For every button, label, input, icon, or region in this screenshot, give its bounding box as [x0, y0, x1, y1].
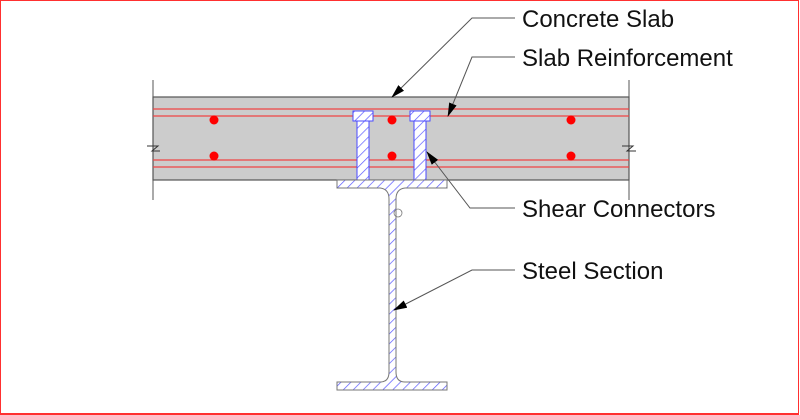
- steel-section: [336, 179, 448, 391]
- leader-slab-reinforcement: [447, 56, 515, 117]
- leader-concrete-slab: [391, 17, 515, 98]
- break-symbol-left: [147, 145, 160, 152]
- label-slab-reinforcement: Slab Reinforcement: [522, 45, 733, 72]
- weld-symbol-icon: [393, 208, 403, 218]
- break-symbol-right: [622, 145, 636, 152]
- concrete-slab: [147, 80, 636, 200]
- label-concrete-slab: Concrete Slab: [522, 6, 674, 33]
- label-steel-section: Steel Section: [522, 258, 663, 285]
- leader-shear-connectors: [426, 151, 515, 209]
- label-shear-connectors: Shear Connectors: [522, 196, 715, 223]
- shear-connector-left: [352, 110, 374, 181]
- leader-steel-section: [393, 269, 515, 311]
- shear-connector-right: [409, 110, 431, 181]
- rebar-dots: [209, 115, 576, 161]
